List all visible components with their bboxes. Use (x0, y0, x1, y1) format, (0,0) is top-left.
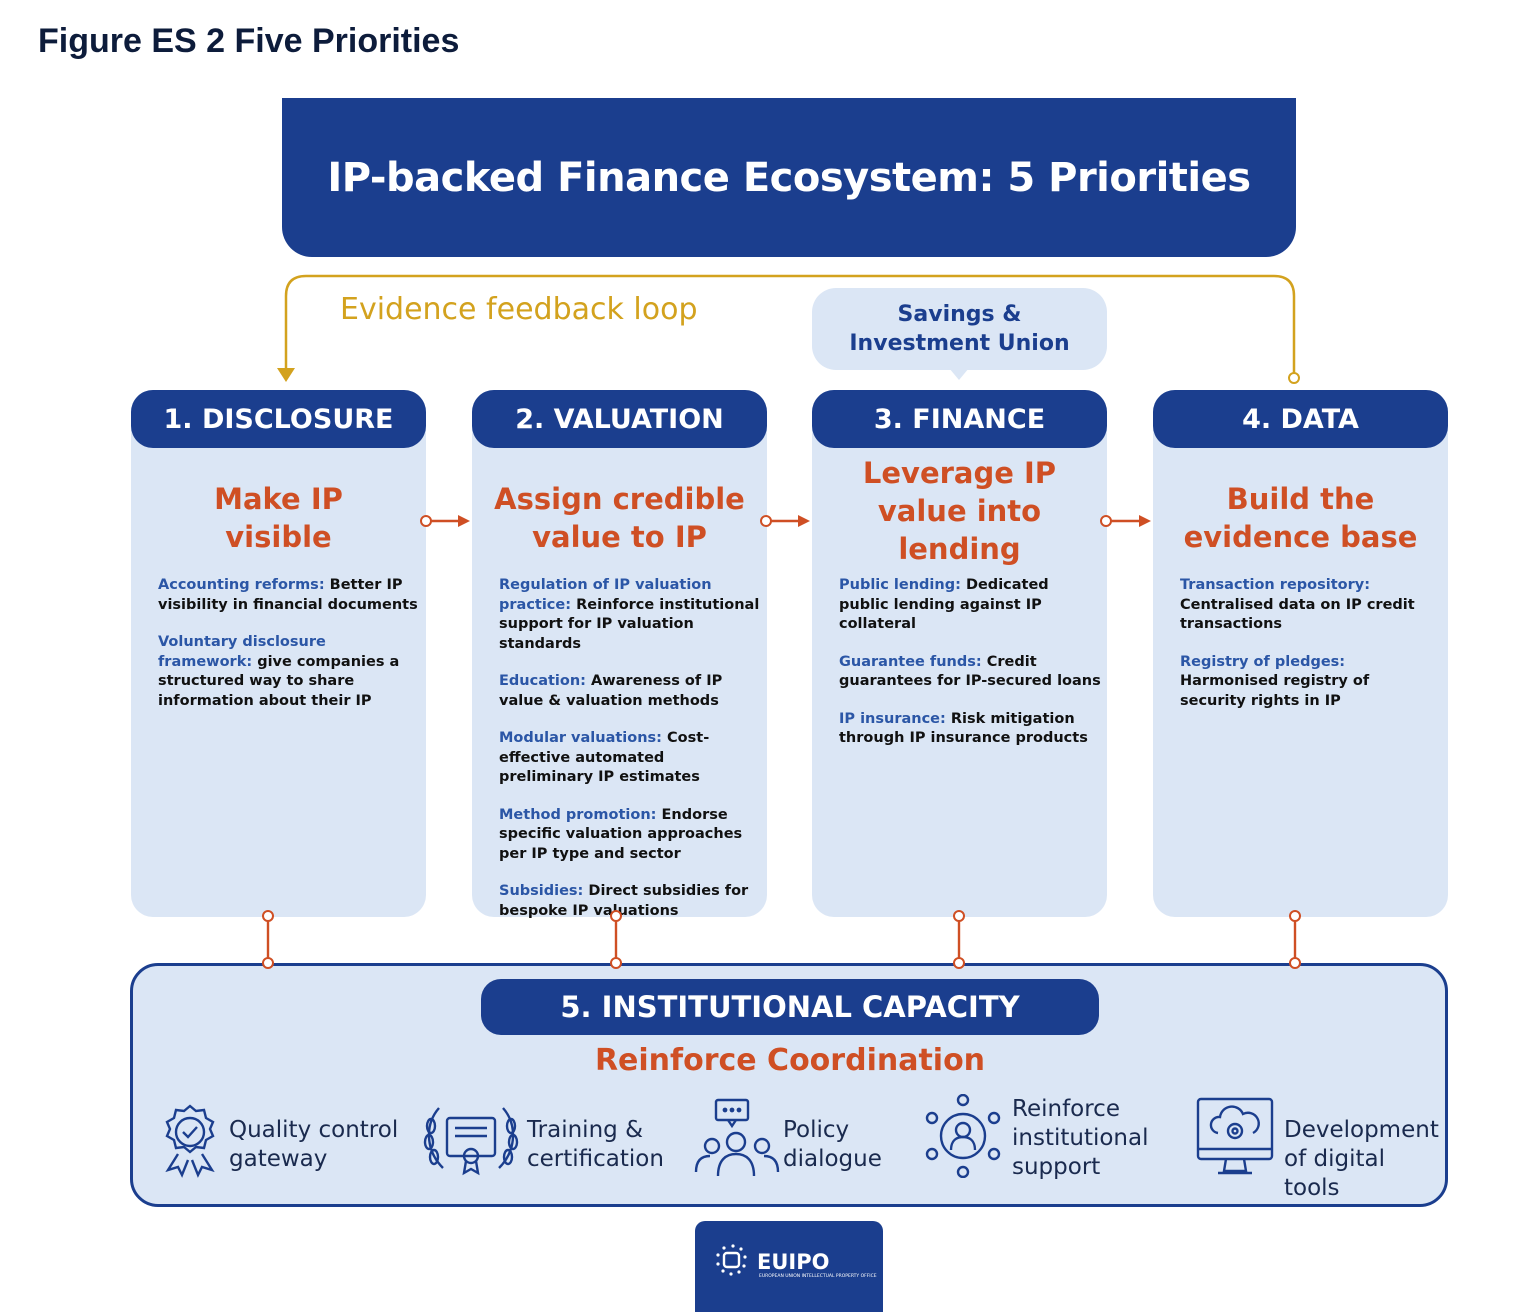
list-item: Modular valuations: Cost-effective autom… (499, 730, 710, 785)
feedback-loop-start-dot (1288, 372, 1300, 384)
capacity-item-label: Quality control gateway (229, 1117, 399, 1172)
list-item: Method promotion: Endorse specific valua… (499, 806, 743, 862)
feedback-loop-arrowhead (277, 368, 295, 382)
card-subtitle: Make IP visible (214, 482, 343, 554)
card-header: 4. DATA (1153, 390, 1448, 448)
banner-title: IP-backed Finance Ecosystem: 5 Prioritie… (327, 154, 1251, 201)
card-header: 2. VALUATION (472, 390, 767, 448)
flow-arrowhead (458, 515, 470, 527)
priority-card-valuation: 2. VALUATION Assign credible value to IP… (472, 390, 767, 919)
flow-arrowhead (798, 515, 810, 527)
banner: IP-backed Finance Ecosystem: 5 Prioritie… (282, 98, 1296, 257)
svg-text:EUIPO: EUIPO (757, 1250, 829, 1274)
card-subtitle: Assign credible value to IP (494, 482, 745, 554)
group-speech-icon (694, 1098, 780, 1177)
card-subtitle: Build the evidence base (1183, 482, 1418, 554)
list-item: Registry of pledges: Harmonised registry… (1180, 653, 1370, 709)
callout-text: Savings & Investment Union (849, 302, 1070, 356)
flow-arrowhead (1139, 515, 1151, 527)
list-item: Accounting reforms: Better IP visibility… (158, 577, 418, 613)
card-header: 1. DISCLOSURE (131, 390, 426, 448)
list-item: IP insurance: Risk mitigation through IP… (839, 710, 1088, 747)
list-item: Guarantee funds: Credit guarantees for I… (839, 653, 1101, 690)
list-item: Subsidies: Direct subsidies for bespoke … (499, 883, 749, 919)
capacity-subtitle: Reinforce Coordination (594, 1043, 986, 1078)
certificate-laurel-icon (423, 1107, 519, 1176)
capacity-header: 5. INSTITUTIONAL CAPACITY (481, 979, 1099, 1035)
monitor-cloud-gear-icon (1196, 1097, 1274, 1175)
list-item: Regulation of IP valuation practice: Rei… (499, 577, 760, 652)
priority-card-finance: 3. FINANCE Leverage IP value into lendin… (812, 390, 1107, 917)
figure-title: Figure ES 2 Five Priorities (38, 22, 460, 60)
callout-pointer (949, 368, 969, 380)
network-person-icon (925, 1094, 1001, 1178)
euipo-logo: EUIPO EUROPEAN UNION INTELLECTUAL PROPER… (695, 1221, 883, 1312)
list-item: Voluntary disclosure framework: give com… (158, 634, 400, 709)
svg-text:EUROPEAN UNION INTELLECTUAL PR: EUROPEAN UNION INTELLECTUAL PROPERTY OFF… (759, 1273, 877, 1279)
list-item: Transaction repository: Centralised data… (1180, 577, 1415, 632)
badge-check-icon (165, 1104, 215, 1178)
priority-card-data: 4. DATA Build the evidence base Transact… (1153, 390, 1448, 917)
card-subtitle: Leverage IP value into lending (862, 456, 1057, 566)
euipo-logo-mark: EUIPO EUROPEAN UNION INTELLECTUAL PROPER… (716, 1244, 877, 1279)
capacity-item-label: Training & certification (527, 1117, 664, 1172)
capacity-item-label: Development of digital tools (1284, 1117, 1439, 1201)
capacity-item-label: Reinforce institutional support (1012, 1096, 1149, 1180)
list-item: Public lending: Dedicated public lending… (839, 577, 1049, 632)
priority-card-disclosure: 1. DISCLOSURE Make IP visible Accounting… (131, 390, 426, 917)
savings-investment-union-callout: Savings & Investment Union (812, 288, 1107, 370)
capacity-item-label: Policy dialogue (783, 1117, 882, 1172)
list-item: Education: Awareness of IP value & valua… (499, 673, 723, 709)
feedback-loop-label: Evidence feedback loop (340, 292, 698, 327)
card-header: 3. FINANCE (812, 390, 1107, 448)
